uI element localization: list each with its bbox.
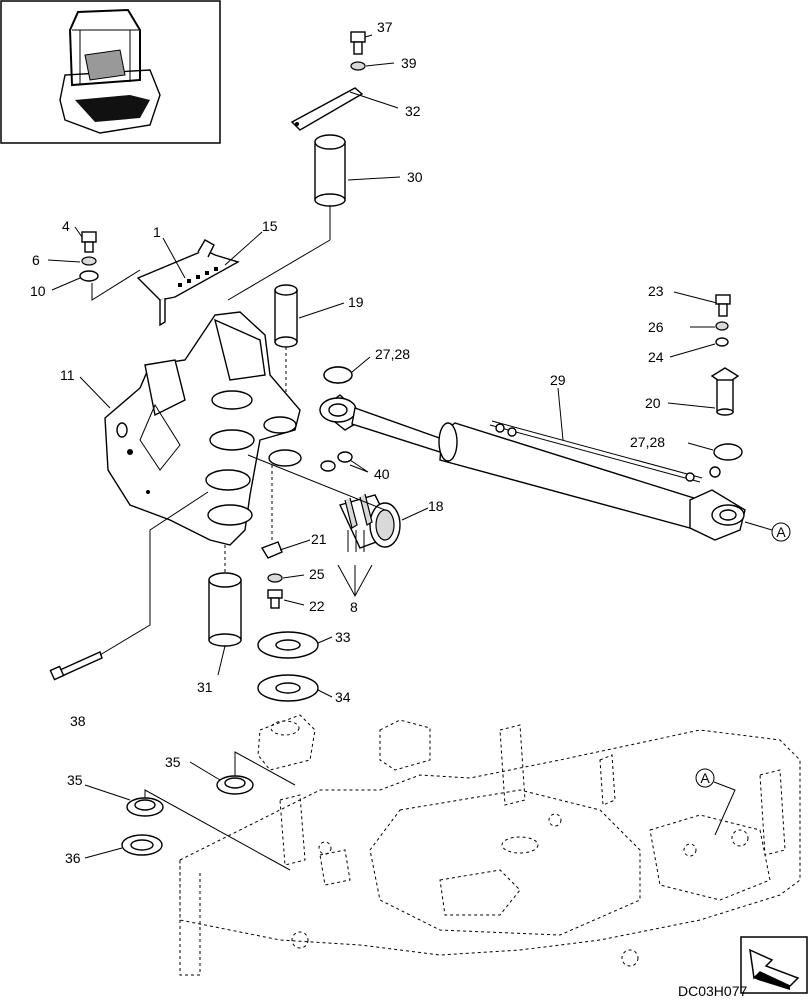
callout-8: 8 — [350, 599, 358, 615]
part-21-plate — [260, 541, 283, 559]
callout-32: 32 — [405, 103, 421, 119]
part-32-plate — [290, 87, 364, 131]
callout-40: 40 — [374, 466, 390, 482]
svg-text:A: A — [776, 524, 786, 540]
part-11-swing-bracket — [104, 311, 302, 546]
callout-35-top: 35 — [165, 754, 181, 770]
callout-29: 29 — [550, 372, 566, 388]
callout-34: 34 — [335, 689, 351, 705]
reference-a-cylinder: A — [771, 522, 791, 542]
reference-a-frame: A — [695, 768, 715, 788]
part-22-bolt — [267, 589, 283, 609]
callout-39: 39 — [401, 55, 417, 71]
part-25-washer — [267, 573, 283, 583]
part-20-pin — [710, 367, 740, 416]
callout-22: 22 — [309, 598, 325, 614]
callout-10: 10 — [30, 283, 46, 299]
part-27-28-washer-top — [323, 366, 353, 384]
mounting-frame-dashed — [179, 714, 801, 976]
callout-30: 30 — [407, 169, 423, 185]
callout-31: 31 — [197, 679, 213, 695]
callout-19: 19 — [348, 294, 364, 310]
part-1-bracket — [136, 239, 240, 327]
callout-24: 24 — [648, 349, 664, 365]
drawing-code: DC03H077 — [678, 983, 747, 999]
part-19-pin — [274, 284, 298, 348]
part-35-ring-left — [126, 797, 164, 817]
callout-18: 18 — [428, 498, 444, 514]
callout-25: 25 — [309, 566, 325, 582]
part-35-ring-top — [216, 775, 254, 795]
part-18-bushing — [339, 493, 401, 549]
part-39-washer — [350, 61, 366, 71]
part-38-bolt — [49, 651, 103, 681]
part-23-bolt — [715, 294, 731, 317]
callouts: 37 39 32 30 4 6 10 1 15 19 11 27,28 29 2… — [30, 19, 665, 866]
part-36-ring — [121, 834, 163, 856]
svg-text:A: A — [700, 770, 710, 786]
callout-38: 38 — [70, 713, 86, 729]
part-26-washer — [715, 321, 729, 331]
callout-6: 6 — [32, 252, 40, 268]
callout-33: 33 — [335, 629, 351, 645]
callout-4: 4 — [62, 218, 70, 234]
callout-27-28-right: 27,28 — [630, 434, 665, 450]
part-37-bolt — [350, 31, 366, 55]
callout-37: 37 — [377, 19, 393, 35]
callout-36: 36 — [65, 850, 81, 866]
part-34-washer — [257, 674, 319, 702]
part-4-bolt — [81, 231, 97, 253]
callout-11: 11 — [60, 367, 75, 383]
part-8-clamps — [347, 530, 365, 552]
callout-20: 20 — [645, 395, 661, 411]
part-10-washer — [79, 270, 99, 282]
callout-1: 1 — [153, 224, 161, 240]
callout-26: 26 — [648, 319, 664, 335]
callout-23: 23 — [648, 283, 664, 299]
part-33-washer — [257, 631, 319, 659]
part-40-nuts — [320, 451, 353, 472]
callout-21: 21 — [311, 531, 327, 547]
part-24-washer — [715, 337, 729, 347]
callout-27-28-top: 27,28 — [375, 346, 410, 362]
callout-15: 15 — [262, 218, 278, 234]
part-30-pin — [314, 134, 346, 207]
machine-overview-icon — [0, 0, 221, 144]
orientation-arrow-icon — [740, 936, 808, 994]
part-6-washer — [81, 256, 97, 266]
callout-35-left: 35 — [67, 772, 83, 788]
leader-lines — [47, 34, 718, 859]
part-29-cylinder — [318, 366, 746, 541]
part-31-pin — [208, 572, 242, 647]
part-27-28-washer-right — [713, 443, 743, 461]
